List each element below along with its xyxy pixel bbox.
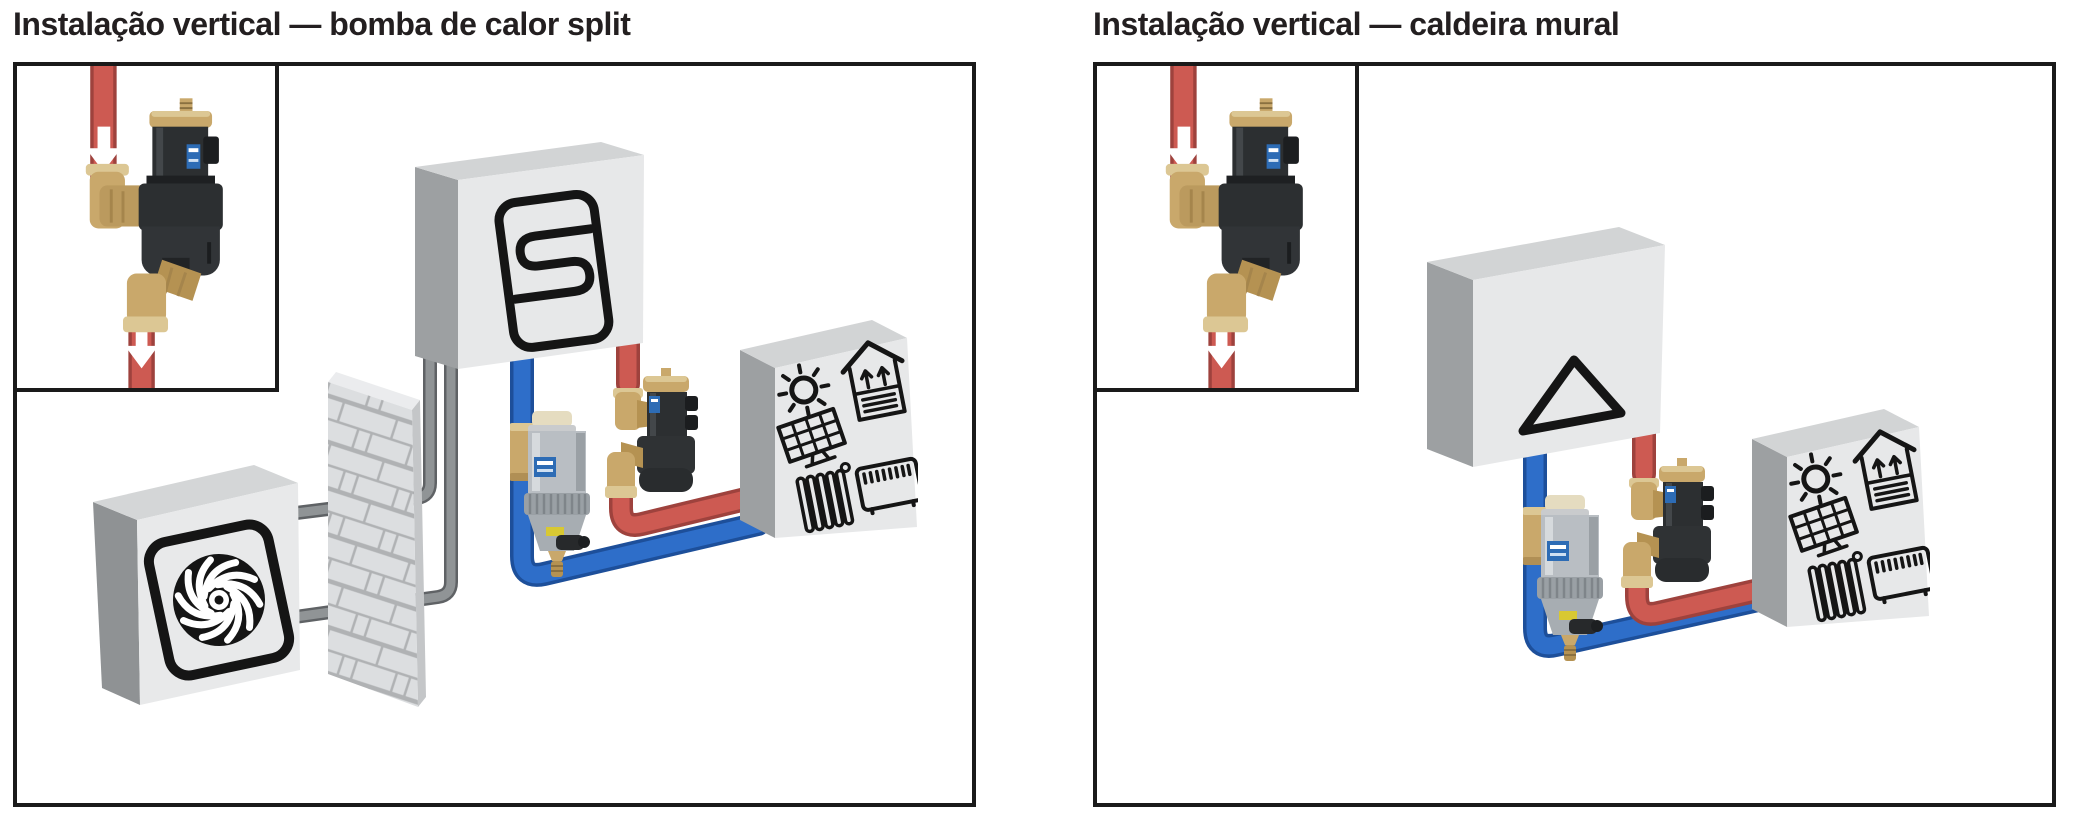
inset-separator-closeup xyxy=(1097,66,1355,388)
heat-pump-outdoor-unit xyxy=(93,465,300,705)
blue-return-pipe xyxy=(510,305,770,587)
brick-wall xyxy=(328,372,426,707)
indoor-hydronic-unit xyxy=(415,142,644,369)
inset-detail-box xyxy=(13,62,279,392)
wall-boiler-diagram xyxy=(1427,227,2052,661)
wall-hung-boiler xyxy=(1427,227,1665,467)
page-title: Instalação vertical — bomba de calor spl… xyxy=(13,6,631,42)
heat-exchanger-coil-icon xyxy=(494,189,614,352)
heat-pump-diagram xyxy=(93,142,972,707)
triangle-icon xyxy=(1518,355,1626,436)
fan-icon xyxy=(143,519,295,681)
blue-return-pipe xyxy=(1523,410,1815,658)
page-title: Instalação vertical — caldeira mural xyxy=(1093,6,1620,42)
system-emitters-box xyxy=(740,320,931,538)
inset-separator-closeup xyxy=(17,66,275,388)
system-emitters-box xyxy=(1752,409,1943,627)
diagram-frame-wall-boiler xyxy=(1093,62,2056,807)
inset-detail-box xyxy=(1093,62,1359,392)
diagram-frame-heat-pump xyxy=(13,62,976,807)
